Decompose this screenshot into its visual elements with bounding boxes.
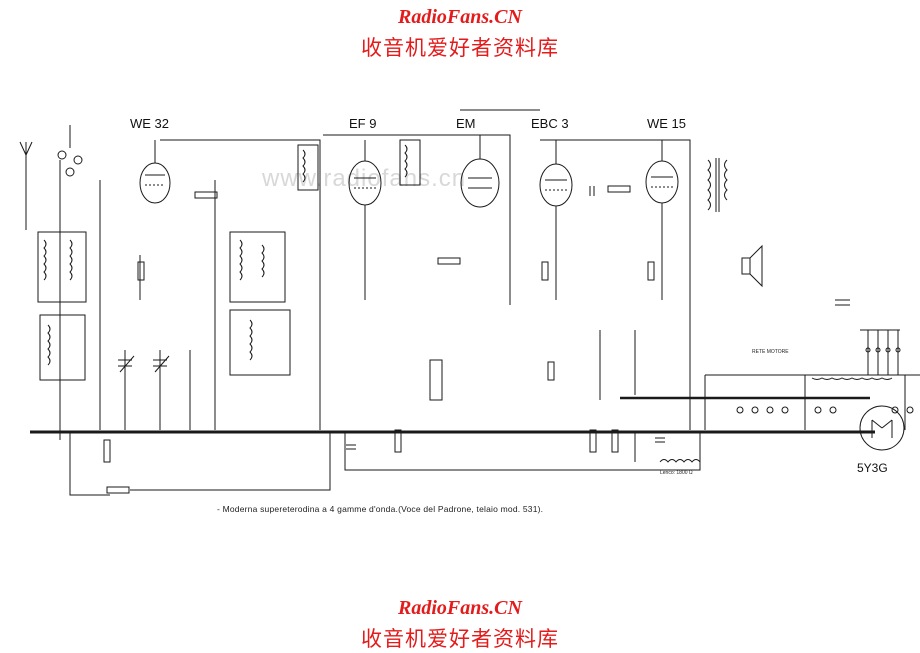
passive-components <box>103 185 665 494</box>
tube-ebc3 <box>539 140 573 300</box>
tube-ef9 <box>348 140 382 300</box>
tube-label-we32: WE 32 <box>130 116 170 131</box>
watermark-chinese-bottom: 收音机爱好者资料库 <box>361 627 559 651</box>
tuning-capacitors <box>118 355 170 373</box>
voltage-selector <box>835 299 901 375</box>
tube-5y3g <box>859 405 905 451</box>
tube-em <box>460 135 500 208</box>
output-transformer <box>707 158 728 212</box>
tube-label-5y3g: 5Y3G <box>857 461 888 475</box>
antenna-symbol <box>19 141 33 230</box>
filter-choke <box>659 459 701 463</box>
watermark-chinese-top: 收音机爱好者资料库 <box>361 36 559 60</box>
tube-label-we15: WE 15 <box>647 116 687 131</box>
tube-label-ebc3: EBC 3 <box>531 116 569 131</box>
power-transformer <box>704 374 920 430</box>
speaker-icon <box>741 244 763 288</box>
watermark-site-bottom: RadioFans.CN <box>398 597 522 619</box>
tube-we15 <box>645 140 679 300</box>
tube-we32 <box>139 140 171 204</box>
if-transformer-1 <box>297 144 319 191</box>
label-rete-motore: RETE MOTORE <box>752 349 789 355</box>
figure-caption: - Moderna supereterodina a 4 gamme d'ond… <box>217 504 544 514</box>
tube-label-ef9: EF 9 <box>349 116 377 131</box>
mains-plug-icon <box>57 125 83 177</box>
if-transformer-2 <box>399 139 421 186</box>
band-switch-coils <box>37 180 291 430</box>
watermark-site-top: RadioFans.CN <box>398 6 522 28</box>
tube-label-em: EM <box>456 116 476 131</box>
label-lenco: Lenco: 1800 Ω <box>660 470 693 476</box>
